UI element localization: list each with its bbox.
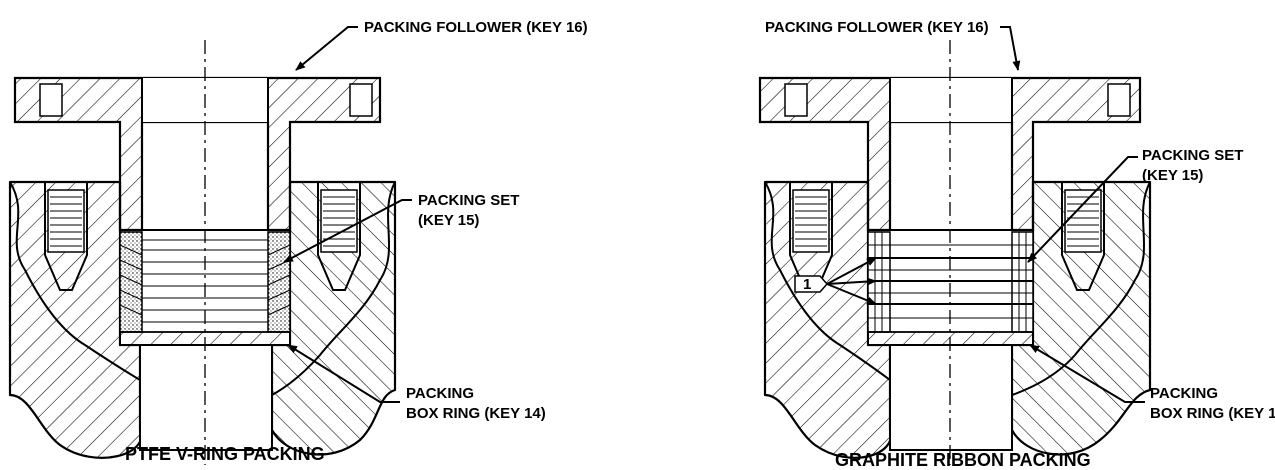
- left-flange-hole-right: [349, 83, 373, 117]
- right-box-ring-label-line2: BOX RING (KEY 14): [1150, 405, 1275, 422]
- left-stud-left: [44, 182, 88, 291]
- left-flange-hole-left: [39, 83, 63, 117]
- right-caption: GRAPHITE RIBBON PACKING: [835, 450, 1091, 470]
- left-box-ring-label-line1: PACKING: [406, 385, 474, 402]
- right-drawing: [758, 26, 1152, 465]
- left-box-ring-label-line2: BOX RING (KEY 14): [406, 405, 546, 422]
- left-follower-leader: [295, 26, 358, 71]
- left-stem-bore: [139, 344, 273, 451]
- left-drawing: [8, 26, 412, 465]
- right-box-ring-label-line1: PACKING: [1150, 385, 1218, 402]
- right-stem-bore: [889, 344, 1013, 451]
- right-note-flag: [794, 257, 877, 305]
- left-packing-set-leader: [283, 199, 412, 263]
- left-caption: PTFE V-RING PACKING: [125, 444, 325, 464]
- left-body-break-line-right: [271, 181, 396, 396]
- right-box-ring-leader: [1029, 344, 1145, 403]
- left-stud-right: [317, 182, 361, 291]
- right-stud-right: [1061, 182, 1105, 291]
- right-stud-left: [789, 182, 833, 291]
- left-body-break-line: [9, 181, 141, 381]
- right-flange-hole-right: [1107, 83, 1131, 117]
- right-packing-set-label-line2: (KEY 15): [1142, 167, 1203, 184]
- right-follower-leader: [1000, 26, 1021, 71]
- left-follower-label: PACKING FOLLOWER (KEY 16): [364, 19, 588, 36]
- left-packing-set-label-line2: (KEY 15): [418, 212, 479, 229]
- right-follower-label: PACKING FOLLOWER (KEY 16): [765, 19, 989, 36]
- left-box-ring-leader: [287, 344, 400, 403]
- right-packing-set-leader: [1027, 156, 1138, 263]
- right-packing-set-label-line1: PACKING SET: [1142, 147, 1243, 164]
- right-flange-hole-left: [784, 83, 808, 117]
- right-note-flag-number: 1: [803, 276, 811, 293]
- left-packing-set-label-line1: PACKING SET: [418, 192, 519, 209]
